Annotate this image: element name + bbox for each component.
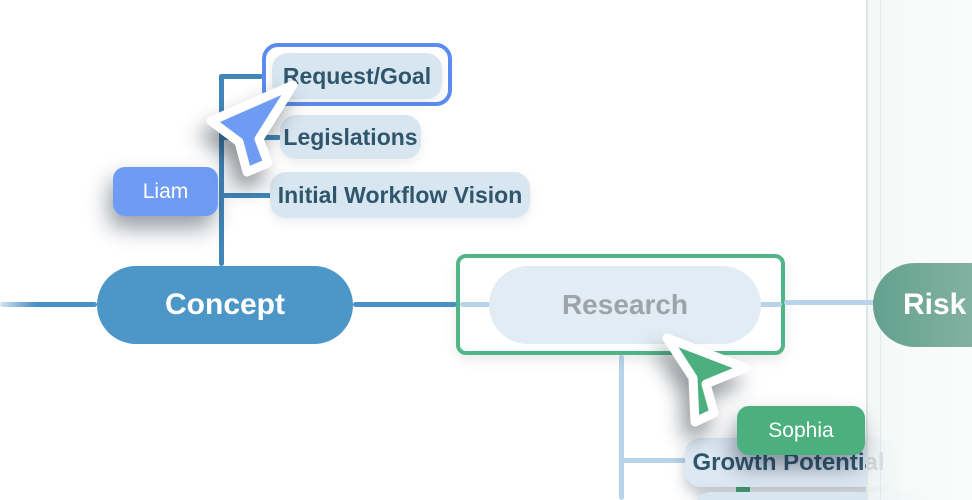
collaborator-badge-sophia: Sophia bbox=[737, 406, 865, 455]
node-legislations[interactable]: Legislations bbox=[280, 115, 421, 159]
connector-concept-to-research bbox=[353, 302, 457, 307]
connector-left-edge-to-concept bbox=[0, 302, 97, 307]
connector-branch-initial-vision bbox=[219, 193, 272, 198]
node-risk-label: Risk M bbox=[903, 288, 972, 321]
connector-research-to-risk bbox=[784, 300, 876, 305]
connector-research-down-trunk bbox=[619, 355, 624, 500]
node-partial-bottom[interactable] bbox=[695, 492, 967, 500]
node-legislations-label: Legislations bbox=[283, 123, 418, 150]
panel-edge-line bbox=[880, 0, 881, 500]
right-side-panel bbox=[866, 0, 972, 500]
node-request-goal[interactable]: Request/Goal bbox=[272, 53, 442, 99]
connector-research-inner-left bbox=[460, 302, 492, 307]
connector-concept-children-trunk bbox=[219, 74, 224, 266]
sophia-cursor-icon bbox=[662, 333, 750, 427]
node-initial-workflow-vision[interactable]: Initial Workflow Vision bbox=[270, 172, 530, 218]
node-risk[interactable]: Risk M bbox=[873, 263, 972, 347]
node-initial-workflow-vision-label: Initial Workflow Vision bbox=[277, 181, 523, 208]
selection-box-request-goal bbox=[262, 43, 452, 106]
node-concept[interactable]: Concept bbox=[97, 266, 353, 344]
node-request-goal-label: Request/Goal bbox=[282, 62, 432, 89]
collaborator-badge-liam: Liam bbox=[113, 167, 218, 216]
liam-cursor-icon bbox=[206, 80, 298, 177]
node-research-label: Research bbox=[561, 289, 689, 320]
collaborator-liam-name: Liam bbox=[142, 179, 189, 203]
connector-branch-growth bbox=[619, 458, 687, 463]
connector-research-inner-right bbox=[759, 302, 782, 307]
node-research[interactable]: Research bbox=[489, 266, 761, 344]
connector-branch-request-goal bbox=[219, 74, 263, 79]
collaborator-sophia-name: Sophia bbox=[768, 418, 834, 442]
node-concept-label: Concept bbox=[165, 288, 285, 321]
